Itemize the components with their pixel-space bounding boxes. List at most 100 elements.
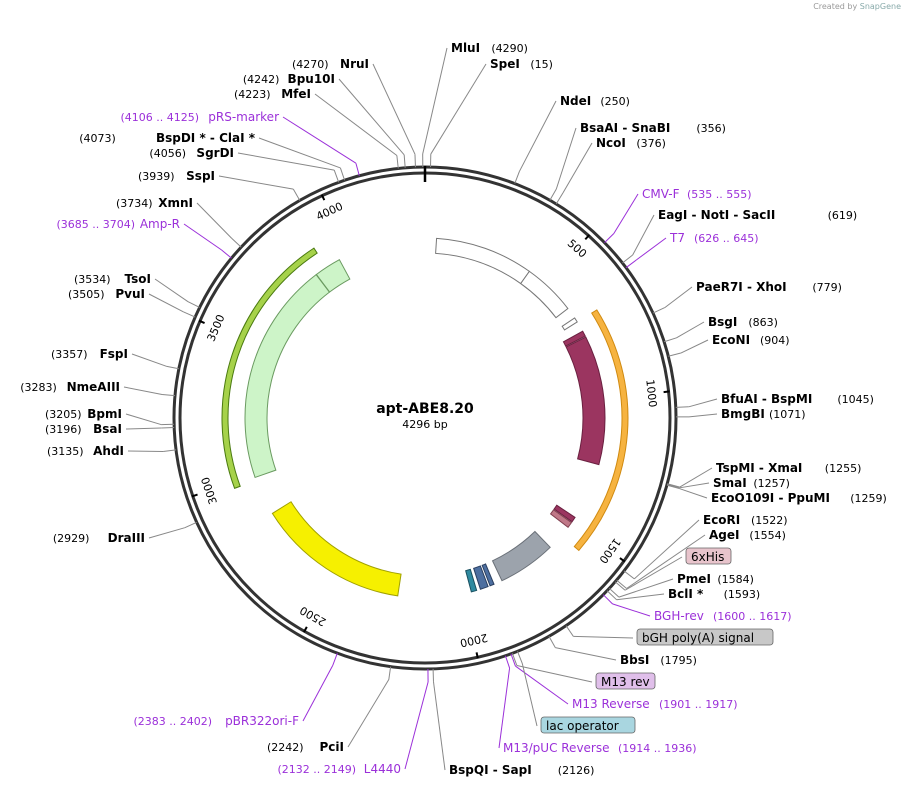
pos-ecori: (1522) xyxy=(751,514,788,527)
leader-prs xyxy=(355,163,360,176)
leader-line-sspi xyxy=(218,175,294,190)
label-bsai: BsaI xyxy=(93,422,122,436)
leader-line-draiii xyxy=(148,527,186,539)
tick-label-3500: 3500 xyxy=(205,313,228,344)
leader-line-pvui xyxy=(148,293,184,313)
watermark: Created by SnapGene xyxy=(813,2,901,11)
label-agei: AgeI xyxy=(709,528,739,542)
leader-line-ndei xyxy=(518,100,557,172)
pos-l4440: (2132 .. 2149) xyxy=(277,763,356,776)
pos-tsoi: (3534) xyxy=(74,273,111,286)
tick-label-1500: 1500 xyxy=(596,536,623,566)
leader-line-tsoi xyxy=(154,278,189,303)
leader-line-m13reverse xyxy=(515,665,569,705)
feature-sv40-nls xyxy=(562,330,586,347)
leader-sspi xyxy=(292,188,301,201)
pos-ndei: (250) xyxy=(600,95,630,108)
label-bfuai: BfuAI - BspMI xyxy=(721,392,812,406)
box-bgh xyxy=(636,628,774,646)
pos-econi: (904) xyxy=(760,334,790,347)
pos-bspdi: (4073) xyxy=(79,132,116,145)
label-ndei: NdeI xyxy=(560,94,591,108)
feature-cap-binding-site xyxy=(465,568,478,593)
leader-line-spei xyxy=(430,63,487,155)
pos-bsai: (3196) xyxy=(45,423,82,436)
label-lacop: lac operator xyxy=(546,719,619,733)
feature-cmv-promoter xyxy=(519,270,569,319)
label-eagi: EagI - NotI - SacII xyxy=(658,208,775,222)
leader-line-l4440 xyxy=(404,681,429,770)
tick-label-4000: 4000 xyxy=(314,200,345,224)
label-6xhis: 6xHis xyxy=(691,550,724,564)
tick-label-1000: 1000 xyxy=(643,379,659,408)
leader-line-bpu10i xyxy=(338,78,405,156)
leader-lacop xyxy=(517,651,523,664)
label-eco0109i: EcoO109I - PpuMI xyxy=(711,491,830,505)
leader-line-ncoi xyxy=(562,142,593,194)
leader-line-pmei xyxy=(618,578,674,598)
leader-line-srui xyxy=(372,63,416,155)
label-pcii: PciI xyxy=(320,740,345,754)
label-bspqi: BspQI - SapI xyxy=(449,763,532,777)
leader-line-smai xyxy=(679,482,710,489)
leader-agei xyxy=(616,579,627,589)
leader-line-mfei xyxy=(314,93,398,156)
plasmid-name: apt-ABE8.20 xyxy=(376,401,474,417)
leader-pbr322 xyxy=(332,653,338,666)
pos-paer7i: (779) xyxy=(812,281,842,294)
leader-line-bfuai xyxy=(688,398,718,408)
leader-bspdi xyxy=(339,167,346,181)
tick-label-3000: 3000 xyxy=(199,475,220,506)
leader-line-ahdi xyxy=(127,450,164,453)
label-bcli: BclI * xyxy=(668,587,704,601)
leader-eagi xyxy=(622,254,633,264)
leader-line-paer7i xyxy=(664,286,693,308)
feature-ampr-outer xyxy=(221,247,318,490)
label-nmeaiii: NmeAIII xyxy=(67,380,120,394)
leader-m13reverse xyxy=(510,653,516,667)
tick-2000 xyxy=(475,652,479,659)
label-prs: pRS-marker xyxy=(208,110,279,124)
label-cmvf: CMV-F xyxy=(642,187,680,201)
leader-ahdi xyxy=(163,449,177,452)
label-bpmi: BpmI xyxy=(87,407,122,421)
pos-pcii: (2242) xyxy=(267,741,304,754)
leader-line-bsaai xyxy=(555,127,577,190)
leader-line-bspdi xyxy=(258,137,341,169)
label-ahdi: AhdI xyxy=(93,444,124,458)
label-l4440: L4440 xyxy=(364,762,401,776)
leader-line-bcli xyxy=(616,593,665,601)
leader-line-sgrdi xyxy=(237,152,335,171)
leader-bbsi xyxy=(548,636,556,648)
pos-smai: (1257) xyxy=(753,477,790,490)
tick-3000 xyxy=(191,493,198,498)
label-mlui: MluI xyxy=(451,41,480,55)
plasmid-length: 4296 bp xyxy=(402,418,447,431)
leader-t7 xyxy=(625,259,637,269)
leader-pvui xyxy=(183,311,196,318)
pos-pvui: (3505) xyxy=(68,288,105,301)
leader-line-mlui xyxy=(422,47,448,155)
label-econi: EcoNI xyxy=(712,333,750,347)
label-m13reverse: M13 Reverse xyxy=(572,697,650,711)
leader-bghrev xyxy=(602,594,613,605)
pos-bmgbi: (1071) xyxy=(769,408,806,421)
leader-line-bghrev xyxy=(612,603,651,617)
leader-m13puc xyxy=(504,655,511,669)
tick-2500 xyxy=(303,626,308,633)
feature-sv40-nls-2 xyxy=(553,504,576,523)
label-bbsi: BbsI xyxy=(620,653,649,667)
pos-pbr322: (2383 .. 2402) xyxy=(133,715,212,728)
label-m13rev: M13 rev xyxy=(601,675,650,689)
pos-m13puc: (1914 .. 1936) xyxy=(618,742,697,755)
leader-line-ampr xyxy=(183,223,222,251)
pos-bsaai: (356) xyxy=(696,122,726,135)
leader-bfuai xyxy=(675,406,689,408)
pos-bpmi: (3205) xyxy=(45,408,82,421)
tick-4000 xyxy=(320,194,326,201)
leader-bpu10i xyxy=(403,154,406,168)
pos-tspmi: (1255) xyxy=(825,462,862,475)
label-bghrev: BGH-rev xyxy=(654,609,704,623)
leader-line-eco0109i xyxy=(679,488,708,499)
